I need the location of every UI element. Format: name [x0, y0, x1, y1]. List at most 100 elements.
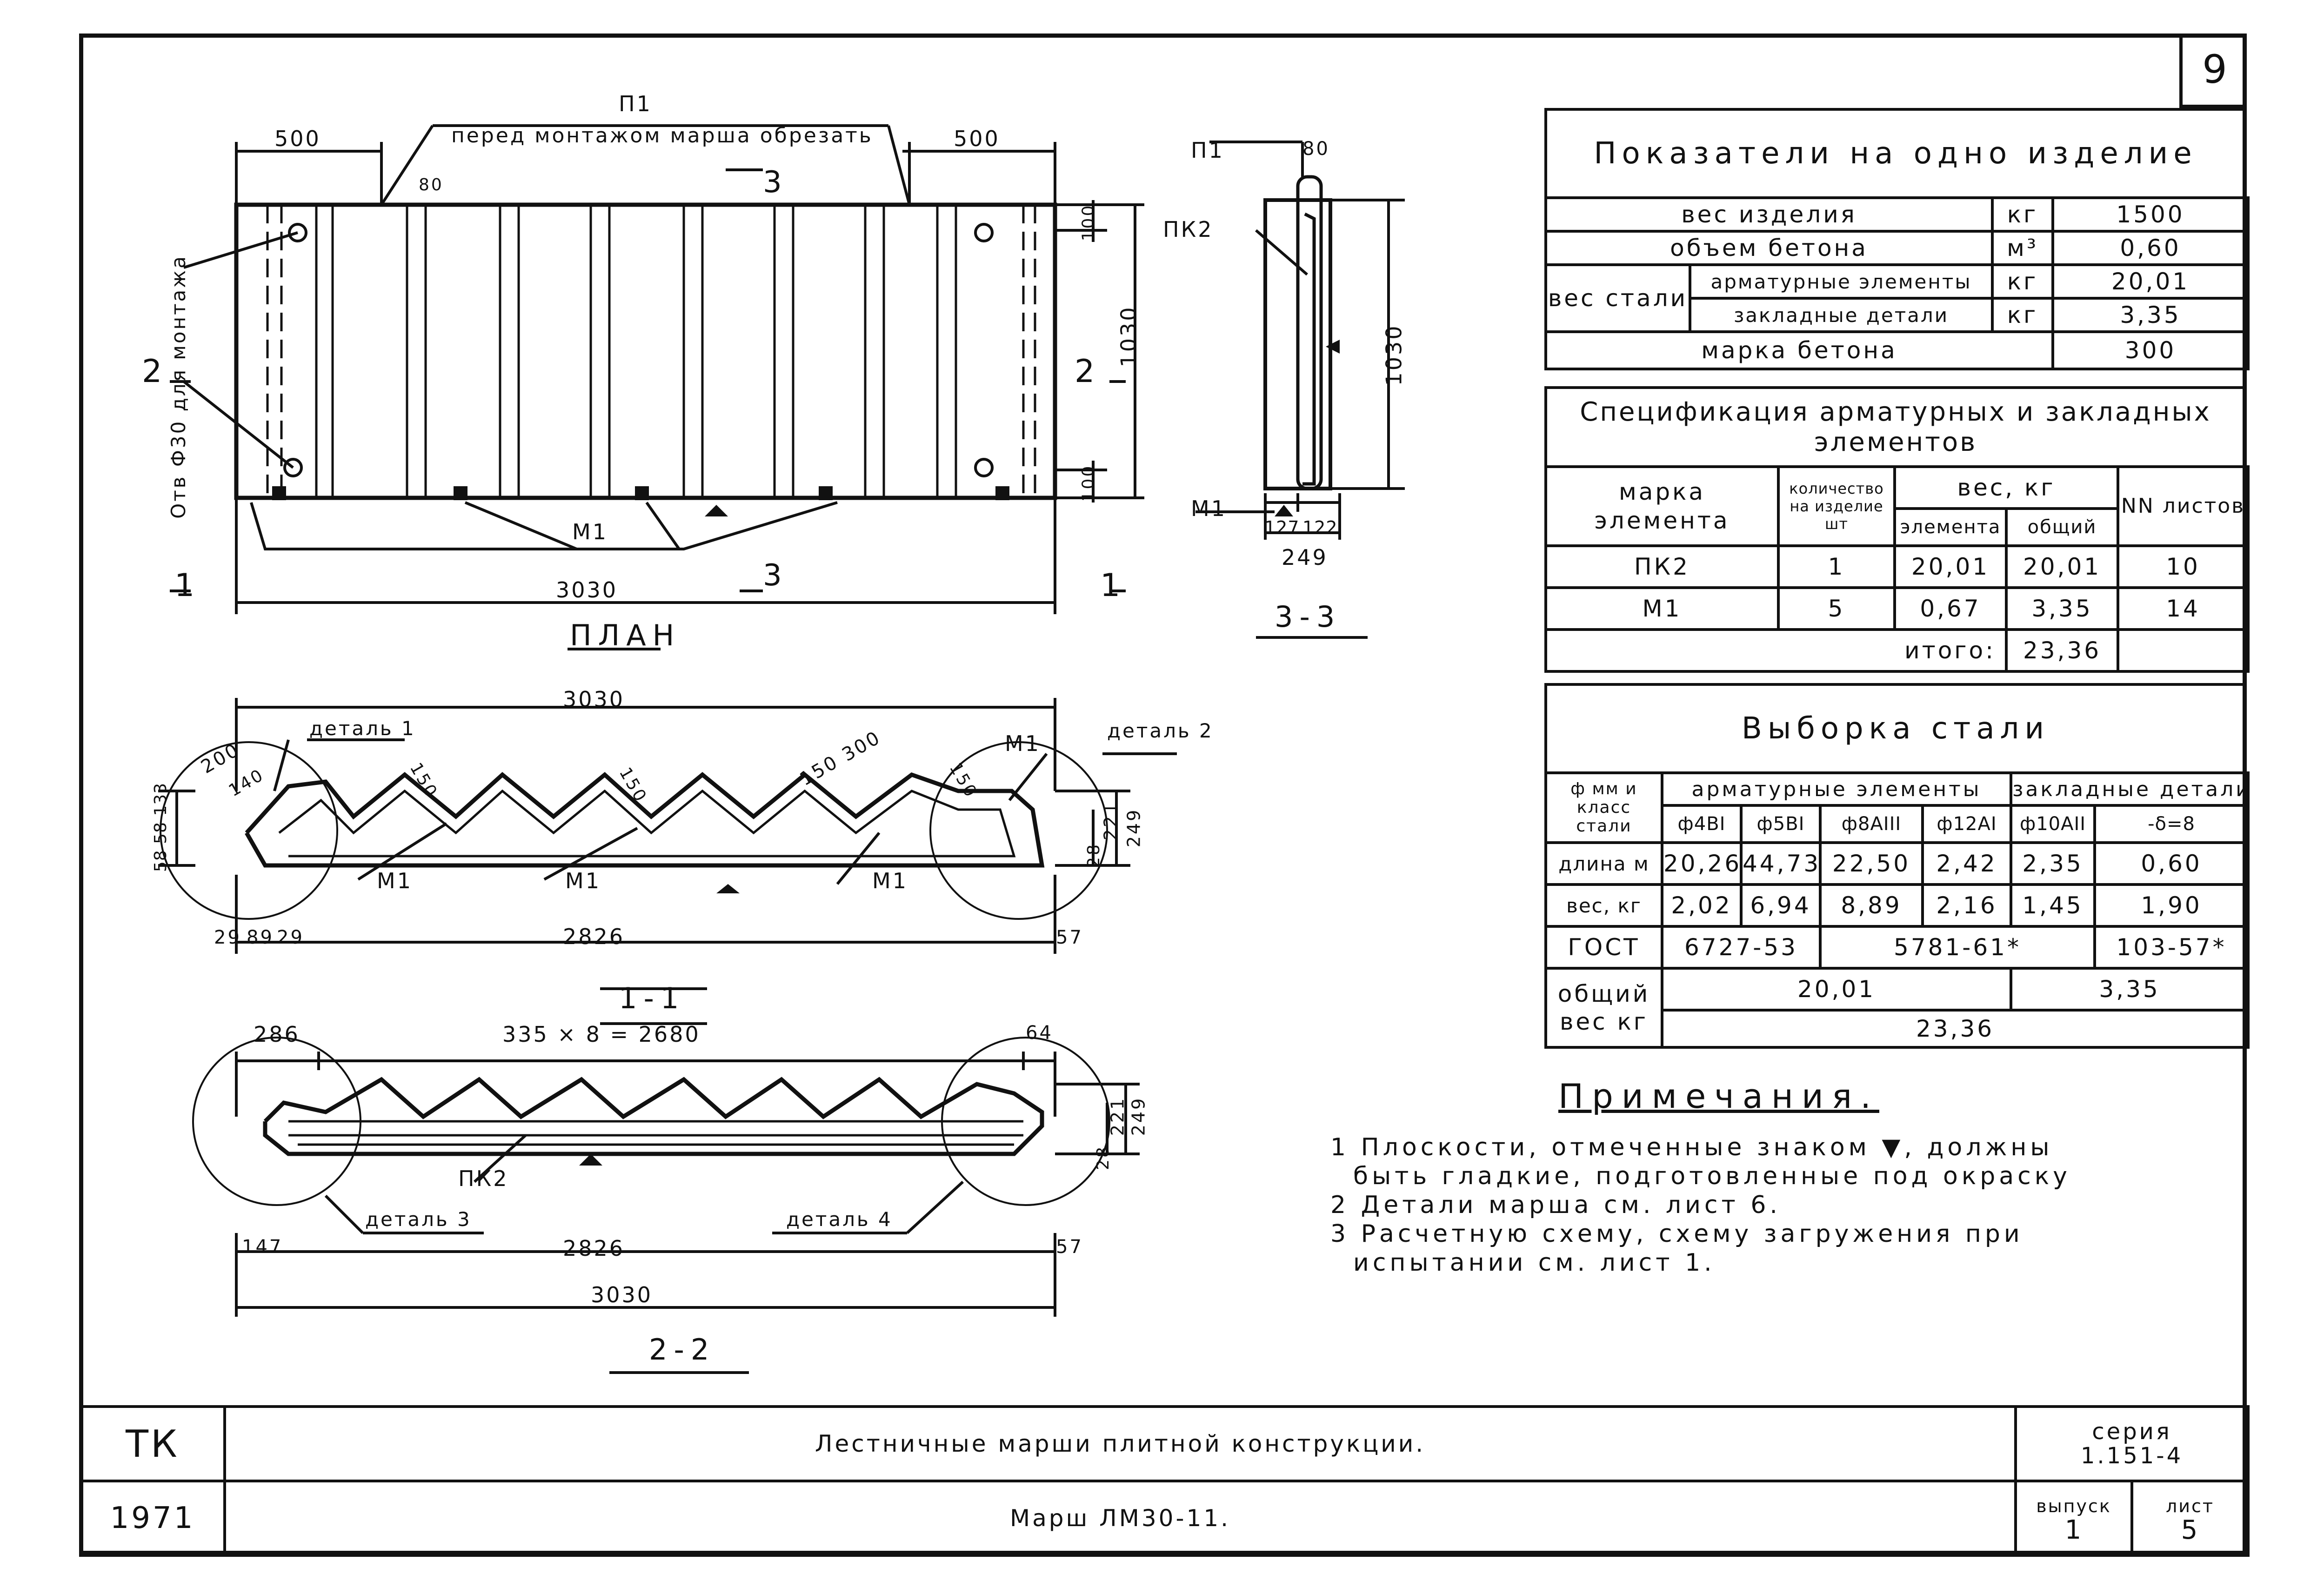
steel-gost-b: 5781-61*	[1818, 925, 2097, 970]
spec-h-sheets: NN листов	[2117, 465, 2250, 547]
notes-list: 1 Плоскости, отмеченные знаком ▼, должны…	[1330, 1133, 2071, 1277]
plan-dim-100-bottom: 100	[1079, 464, 1098, 502]
steel-h-arm: арматурные элементы	[1660, 771, 2013, 807]
steel-row-w-label: вес, кг	[1544, 883, 1663, 928]
s11-label-m1-b: М1	[565, 868, 601, 893]
s11-label-m1-top: М1	[1005, 731, 1041, 756]
spec-h-weight: вес, кг	[1893, 465, 2120, 510]
spec-row-total: 20,01	[2004, 544, 2120, 589]
steel-len: 22,50	[1819, 841, 1924, 886]
spec-row-el: 20,01	[1893, 544, 2008, 589]
spec-row-el: 0,67	[1893, 586, 2008, 631]
note-line: быть гладкие, подготовленные под окраску	[1330, 1162, 2071, 1190]
note-line: 1 Плоскости, отмеченные знаком ▼, должны	[1330, 1133, 2053, 1161]
s22-label-pk2: ПК2	[458, 1166, 509, 1191]
ind-name-concrete-vol: объем бетона	[1544, 230, 1994, 266]
steel-total-arm: 20,01	[1660, 967, 2013, 1012]
spec-table: марка элемента количество на изделие шт …	[1544, 465, 2250, 673]
s33-label-m1: М1	[1191, 496, 1227, 521]
s11-dim-89: 89	[247, 927, 274, 948]
plan-dim-100-top: 100	[1079, 203, 1098, 241]
spec-row-total: 3,35	[2004, 586, 2120, 631]
spec-h-weight-total: общий	[2004, 507, 2120, 547]
stamp-series-label: серия	[2092, 1419, 2172, 1445]
steel-len: 0,60	[2093, 841, 2250, 886]
steel-len: 2,42	[1921, 841, 2013, 886]
spec-row-qty: 1	[1777, 544, 1896, 589]
steel-w: 2,02	[1661, 883, 1743, 928]
plan-mark-2-right: 2	[1075, 353, 1097, 390]
s22-dim-249: 249	[1128, 1096, 1149, 1136]
spec-row-sheet: 14	[2117, 586, 2250, 631]
spec-h-weight-el: элемента	[1893, 507, 2008, 547]
steel-col: ф4ВI	[1661, 804, 1743, 844]
s11-dim-29b: 29	[277, 927, 304, 948]
s22-dim-147: 147	[242, 1236, 283, 1258]
s11-label-m1-a: М1	[377, 868, 413, 893]
plan-section-mark-top: 3	[763, 165, 784, 200]
s11-label-m1-c: М1	[872, 868, 908, 893]
steel-col: -δ=8	[2093, 804, 2250, 844]
indicators-table: вес изделия кг 1500 объем бетона м³ 0,60…	[1544, 196, 2250, 370]
s22-dim-3030: 3030	[591, 1282, 653, 1307]
stamp-sheet-value: 5	[2181, 1515, 2199, 1545]
plan-mark-2-left: 2	[142, 353, 164, 390]
stamp-issue-label: выпуск	[2036, 1496, 2111, 1516]
plan-dim-right: 500	[954, 126, 1000, 151]
spec-row-mark: М1	[1544, 586, 1780, 631]
plan-hole-note: Отв Ф30 для монтажа	[167, 255, 190, 519]
s11-dim-29a: 29	[214, 927, 241, 948]
stamp-series-value: 1.151-4	[2080, 1443, 2184, 1469]
steel-h-zakl: закладные детали	[2010, 771, 2250, 807]
spec-row-mark: ПК2	[1544, 544, 1780, 589]
plan-section-mark-bottom: 3	[763, 558, 784, 593]
indicators-title: Показатели на одно изделие	[1544, 108, 2247, 196]
ind-steel-zakl-unit: кг	[1991, 297, 2054, 333]
s11-dim-left-stack: 58 58 133	[151, 782, 171, 872]
stamp-series: серия 1.151-4	[2014, 1405, 2250, 1482]
plan-outline	[234, 202, 1057, 500]
spec-row-sheet: 10	[2117, 544, 2250, 589]
plan-dim-left: 500	[274, 126, 321, 151]
ind-steel-label: вес стали	[1544, 263, 1691, 333]
steel-w: 1,90	[2093, 883, 2250, 928]
steel-total-all: 23,36	[1660, 1009, 2250, 1049]
s22-dim-57: 57	[1056, 1236, 1083, 1258]
notes-title: Примечания.	[1558, 1077, 1879, 1116]
spec-row-qty: 5	[1777, 586, 1896, 631]
s11-dim-221: 221	[1100, 801, 1121, 841]
plan-label-p1: П1	[619, 91, 652, 116]
s33-label-p1: П1	[1191, 138, 1224, 163]
ind-concrete-grade-value: 300	[2051, 330, 2250, 370]
ind-steel-arm-unit: кг	[1991, 263, 2054, 300]
steel-len: 2,35	[2010, 841, 2097, 886]
ind-value-weight: 1500	[2051, 196, 2250, 233]
steel-col: ф12АI	[1921, 804, 2013, 844]
plan-step-lines	[266, 205, 1036, 498]
s22-title: 2-2	[649, 1333, 716, 1367]
steel-table: ф мм и класс стали арматурные элементы з…	[1544, 771, 2250, 1049]
stamp-issue-value: 1	[2064, 1515, 2083, 1545]
sheet-number: 9	[2202, 46, 2227, 92]
stamp-subtitle: Марш ЛМ30-11.	[223, 1480, 2017, 1557]
plan-dim-80: 80	[419, 175, 444, 194]
s11-dim-3030: 3030	[563, 687, 625, 712]
steel-title: Выборка стали	[1544, 683, 2247, 771]
s11-detail2: деталь 2	[1107, 719, 1214, 742]
steel-col: ф8АIII	[1819, 804, 1924, 844]
s22-dim-64: 64	[1026, 1022, 1053, 1044]
s33-dim-127: 127	[1264, 517, 1300, 538]
ind-unit-weight: кг	[1991, 196, 2054, 233]
ind-steel-zakl-name: закладные детали	[1689, 297, 1994, 333]
steel-col: ф5ВI	[1740, 804, 1822, 844]
stamp-issue: выпуск 1	[2014, 1480, 2133, 1557]
s33-dim-122: 122	[1302, 517, 1338, 538]
stamp-sheet-label: лист	[2165, 1496, 2214, 1516]
ind-steel-zakl-value: 3,35	[2051, 297, 2250, 333]
title-block: ТК Лестничные марши плитной конструкции.…	[79, 1405, 2250, 1557]
steel-gost-c: 103-57*	[2093, 925, 2250, 970]
s22-dim-2826: 2826	[563, 1236, 625, 1261]
s33-dim-80: 80	[1302, 138, 1330, 160]
steel-gost-a: 6727-53	[1661, 925, 1822, 970]
note-line: испытании см. лист 1.	[1330, 1249, 1716, 1277]
